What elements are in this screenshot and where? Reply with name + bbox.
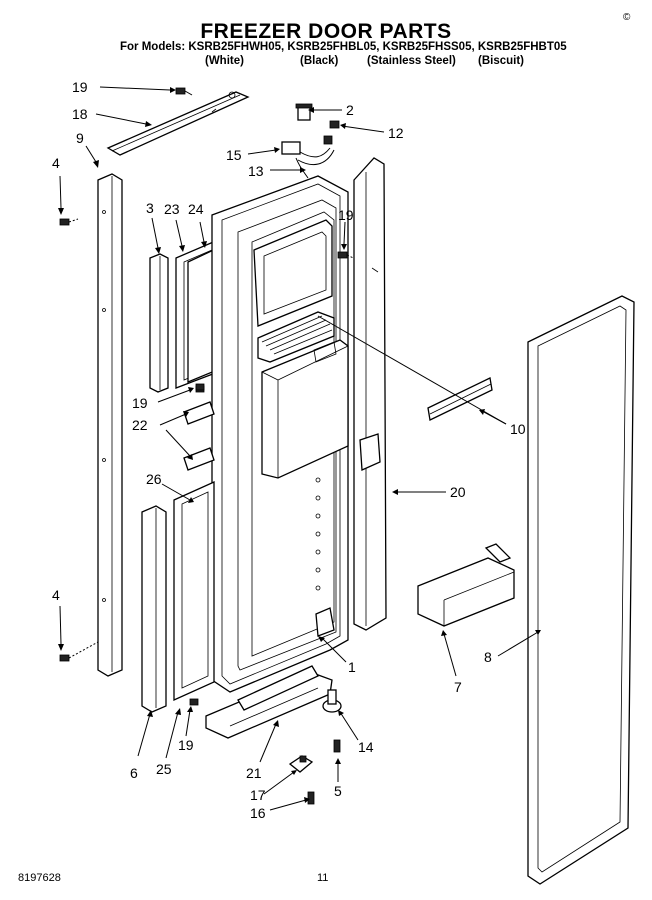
- screw-4-lower: [59, 641, 99, 662]
- part-14-hinge-pin: [322, 689, 342, 713]
- callout-25: 25: [156, 761, 172, 777]
- callout-4-lower: 4: [52, 587, 60, 603]
- part-7-bin: [417, 543, 515, 627]
- variant-biscuit: (Biscuit): [478, 55, 524, 67]
- callout-21: 21: [246, 765, 262, 781]
- callout-17: 17: [250, 787, 266, 803]
- part-17-block: [288, 755, 314, 773]
- callout-7: 7: [454, 679, 462, 695]
- callout-5: 5: [334, 783, 342, 799]
- part-12-screw: [329, 120, 340, 129]
- callout-22: 22: [132, 417, 148, 433]
- part-2-fitting: [295, 103, 313, 121]
- part-3-upper-strip: [149, 253, 169, 393]
- callout-23: 23: [164, 201, 180, 217]
- callout-6: 6: [130, 765, 138, 781]
- part-8-gasket: [527, 295, 635, 885]
- part-25-lower-frame: [173, 480, 215, 702]
- callout-20: 20: [450, 484, 466, 500]
- callout-13: 13: [248, 163, 264, 179]
- screw-4-upper: [59, 218, 79, 226]
- callout-9: 9: [76, 130, 84, 146]
- callout-labels: 19 18 9 4 3 23 24 2 12 15 13 19 19 22 26…: [52, 79, 526, 821]
- callout-12: 12: [388, 125, 404, 141]
- callout-16: 16: [250, 805, 266, 821]
- variant-black: (Black): [300, 55, 339, 67]
- callout-19-lower: 19: [178, 737, 194, 753]
- callout-19-top: 19: [72, 79, 88, 95]
- part-13-harness: [281, 135, 335, 179]
- variant-white: (White): [205, 55, 244, 67]
- variant-stainless: (Stainless Steel): [367, 55, 456, 67]
- callout-3: 3: [146, 200, 154, 216]
- callout-10: 10: [510, 421, 526, 437]
- part-5-screw: [333, 739, 341, 753]
- footer-part-code: 8197628: [18, 872, 61, 884]
- leader-lines: [58, 86, 541, 811]
- part-6-lower-strip: [141, 505, 167, 713]
- callout-18: 18: [72, 106, 88, 122]
- part-1-door-liner: [211, 175, 349, 693]
- part-16-screw: [307, 791, 315, 805]
- callout-24: 24: [188, 201, 204, 217]
- models-line: For Models: KSRB25FHWH05, KSRB25FHBL05, …: [120, 41, 567, 53]
- page-title: FREEZER DOOR PARTS: [200, 20, 452, 43]
- screw-19-top: [175, 87, 193, 96]
- screw-19-lower: [189, 698, 199, 706]
- part-18-top-trim: [106, 91, 250, 156]
- callout-19-middle: 19: [132, 395, 148, 411]
- part-10-rail: [427, 377, 493, 421]
- callout-8: 8: [484, 649, 492, 665]
- callout-14: 14: [358, 739, 374, 755]
- callout-1: 1: [348, 659, 356, 675]
- callout-19-right: 19: [338, 207, 354, 223]
- callout-2: 2: [346, 102, 354, 118]
- part-9-left-trim: [97, 173, 123, 677]
- footer-page-number: 11: [317, 872, 329, 884]
- callout-4-upper: 4: [52, 155, 60, 171]
- callout-15: 15: [226, 147, 242, 163]
- callout-26: 26: [146, 471, 162, 487]
- part-20-right-trim: [353, 157, 387, 631]
- corner-mark: ©: [623, 12, 631, 23]
- screw-19-middle: [195, 383, 205, 391]
